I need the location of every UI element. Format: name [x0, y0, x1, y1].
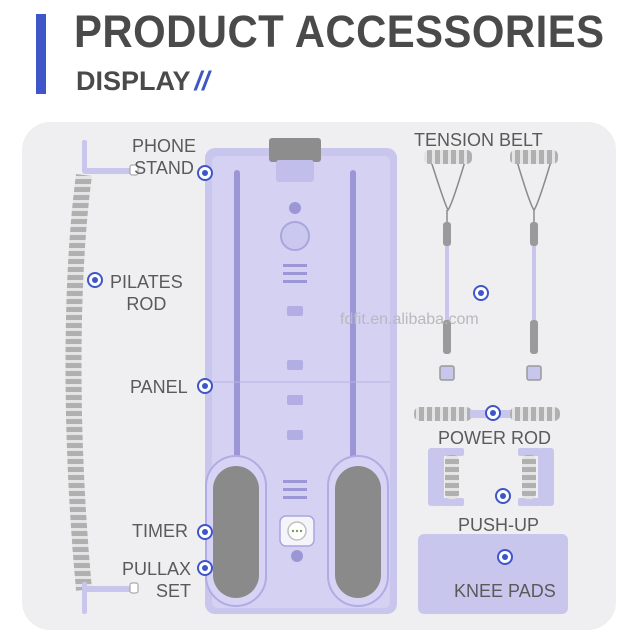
tension-belt: [424, 150, 558, 381]
label-phone-stand: PHONE STAND: [132, 135, 196, 179]
marker-panel-icon: [197, 378, 213, 394]
marker-pullax-set-icon: [197, 560, 213, 576]
pullax-set: [205, 455, 389, 607]
label-pullax-set: PULLAX SET: [122, 558, 191, 602]
label-pullax-set-line2: SET: [156, 581, 192, 601]
label-knee-pads: KNEE PADS: [454, 581, 556, 601]
marker-phone-stand-icon: [197, 165, 213, 181]
marker-tension-belt-icon: [473, 285, 489, 301]
label-power-rod: POWER ROD: [438, 428, 552, 448]
marker-push-up-icon: [495, 488, 511, 504]
watermark: fdfit.en.alibaba.com: [340, 311, 479, 328]
label-phone-stand-line1: PHONE: [132, 136, 197, 156]
marker-knee-pads-icon: [497, 549, 513, 565]
label-timer: TIMER: [132, 521, 188, 541]
knee-pads: [418, 534, 568, 614]
label-phone-stand-line2: STAND: [134, 158, 194, 178]
timer-device: [279, 515, 315, 547]
label-tension-belt: TENSION BELT: [414, 130, 543, 150]
subtitle-slashes: //: [194, 66, 210, 96]
marker-pilates-rod-icon: [87, 272, 103, 288]
title-accent-bar: [36, 14, 46, 94]
label-pilates-rod-line2: ROD: [126, 294, 167, 314]
label-pilates-rod-line1: PILATES: [110, 272, 183, 292]
label-push-up: PUSH-UP: [458, 515, 540, 535]
label-pilates-rod: PILATES ROD: [110, 271, 183, 315]
page-title: PRODUCT ACCESSORIES: [74, 6, 605, 57]
marker-timer-icon: [197, 524, 213, 540]
label-pullax-set-line1: PULLAX: [122, 559, 192, 579]
pilates-rod: [65, 140, 139, 614]
section-subtitle: DISPLAY//: [76, 66, 210, 97]
label-panel: PANEL: [130, 377, 188, 397]
push-up-handles: [428, 448, 554, 506]
subtitle-text: DISPLAY: [76, 66, 191, 96]
marker-power-rod-icon: [485, 405, 501, 421]
